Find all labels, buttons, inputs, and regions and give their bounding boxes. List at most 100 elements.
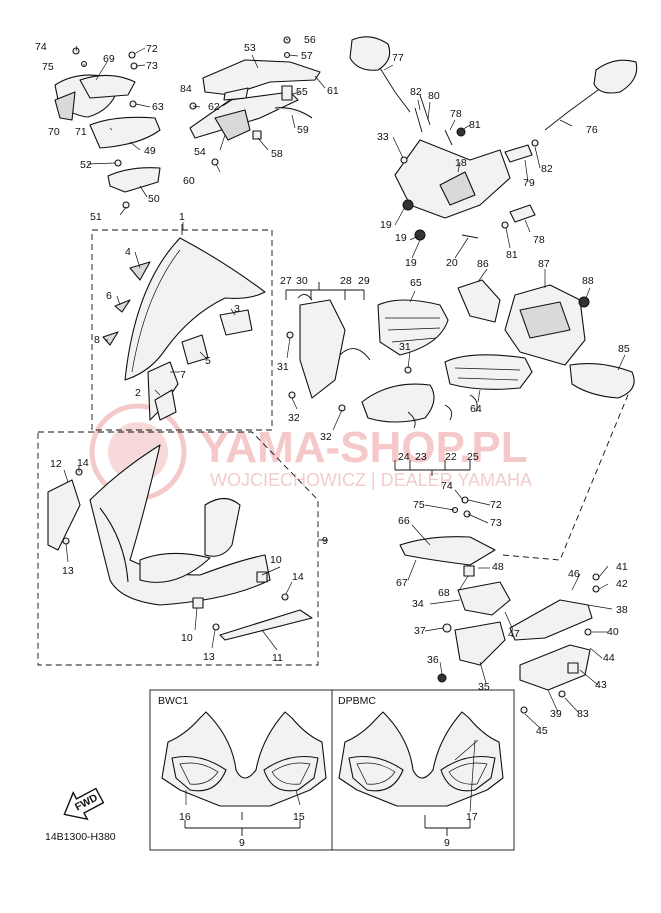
callout-80: 80 [428,90,440,102]
callout-82-right: 82 [541,163,553,175]
callout-81-bottom: 81 [506,249,518,261]
callout-30: 30 [296,275,308,287]
callout-59: 59 [297,124,309,136]
callout-61: 61 [327,85,339,97]
headlight-bracket-parts [286,294,478,429]
callout-50: 50 [148,193,160,205]
callout-10-left: 10 [181,632,193,644]
callout-41: 41 [616,561,628,573]
callout-66: 66 [398,515,410,527]
callout-57: 57 [301,50,313,62]
callout-18: 18 [455,157,467,169]
callout-31-left: 31 [277,361,289,373]
callout-45: 45 [536,725,548,737]
mirror-and-stay-parts [349,36,638,241]
callout-28: 28 [340,275,352,287]
callout-12: 12 [50,458,62,470]
callout-63: 63 [152,101,164,113]
callout-81-top: 81 [469,119,481,131]
callout-78-bottom: 78 [533,234,545,246]
callout-88: 88 [582,275,594,287]
callout-73-right: 73 [490,517,502,529]
callout-73: 73 [146,60,158,72]
callout-40: 40 [607,626,619,638]
callout-77: 77 [392,52,404,64]
callout-22: 22 [445,451,457,463]
callout-71: 71 [75,126,87,138]
callout-65: 65 [410,277,422,289]
callout-82-left: 82 [410,86,422,98]
callout-86: 86 [477,258,489,270]
callout-34: 34 [412,598,424,610]
diagram-code: 14B1300-H380 [45,831,116,843]
callout-19-c: 19 [405,257,417,269]
callout-72-right: 72 [490,499,502,511]
callout-74: 74 [35,41,47,53]
callout-31-right: 31 [399,341,411,353]
callout-27: 27 [280,275,292,287]
callout-83: 83 [577,708,589,720]
callout-58: 58 [271,148,283,160]
callout-2: 2 [135,387,141,399]
callout-75-right: 75 [413,499,425,511]
callout-24: 24 [398,451,410,463]
watermark: YAMA-SHOP.PL WOJCIECHOWICZ | DEALER YAMA… [89,403,532,501]
group-box-9 [37,431,319,666]
callout-5: 5 [205,355,211,367]
variant-cowl-dpbmc [338,711,504,807]
callout-74-right: 74 [441,480,453,492]
callout-14-left: 14 [77,457,89,469]
callout-6: 6 [106,290,112,302]
callout-9-left-variant: 9 [239,837,245,849]
callout-15: 15 [293,811,305,823]
callout-39: 39 [550,708,562,720]
callout-19-a: 19 [380,219,392,231]
callout-35: 35 [478,681,490,693]
callout-62: 62 [208,101,220,113]
callout-20: 20 [446,257,458,269]
callout-8: 8 [94,334,100,346]
callout-64: 64 [470,403,482,415]
callout-53: 53 [244,42,256,54]
callout-10-right: 10 [270,554,282,566]
callout-16: 16 [179,811,191,823]
callout-78-top: 78 [450,108,462,120]
variant-cowl-bwc1 [161,711,327,807]
callout-3: 3 [234,303,240,315]
callout-36: 36 [427,654,439,666]
callout-54: 54 [194,146,206,158]
side-cover-parts [399,496,600,714]
callout-33: 33 [377,131,389,143]
callout-38: 38 [616,604,628,616]
callout-84: 84 [180,83,192,95]
callout-29: 29 [358,275,370,287]
forward-arrow-icon: FWD [63,787,105,821]
callout-44: 44 [603,652,615,664]
callout-87: 87 [538,258,550,270]
callout-79: 79 [523,177,535,189]
watermark-title: YAMA-SHOP.PL [200,423,528,472]
callout-42: 42 [616,578,628,590]
callout-67: 67 [396,577,408,589]
callout-32-right: 32 [320,431,332,443]
callout-1: 1 [179,211,185,223]
upper-mid-panel-parts [189,36,321,166]
callout-51: 51 [90,211,102,223]
callout-72: 72 [146,43,158,55]
callout-17: 17 [466,811,478,823]
callout-25: 25 [467,451,479,463]
callout-68: 68 [438,587,450,599]
callout-56: 56 [304,34,316,46]
callout-52: 52 [80,159,92,171]
upper-cowl-assembly [47,444,313,641]
group-brackets [181,224,471,836]
callout-9: 9 [322,535,328,547]
callout-9-right-variant: 9 [444,837,450,849]
callout-7: 7 [180,369,186,381]
callout-37: 37 [414,625,426,637]
variant-label-left: BWC1 [158,695,188,707]
callout-32-left: 32 [288,412,300,424]
upper-left-cowl-parts [54,47,161,209]
callout-23: 23 [415,451,427,463]
